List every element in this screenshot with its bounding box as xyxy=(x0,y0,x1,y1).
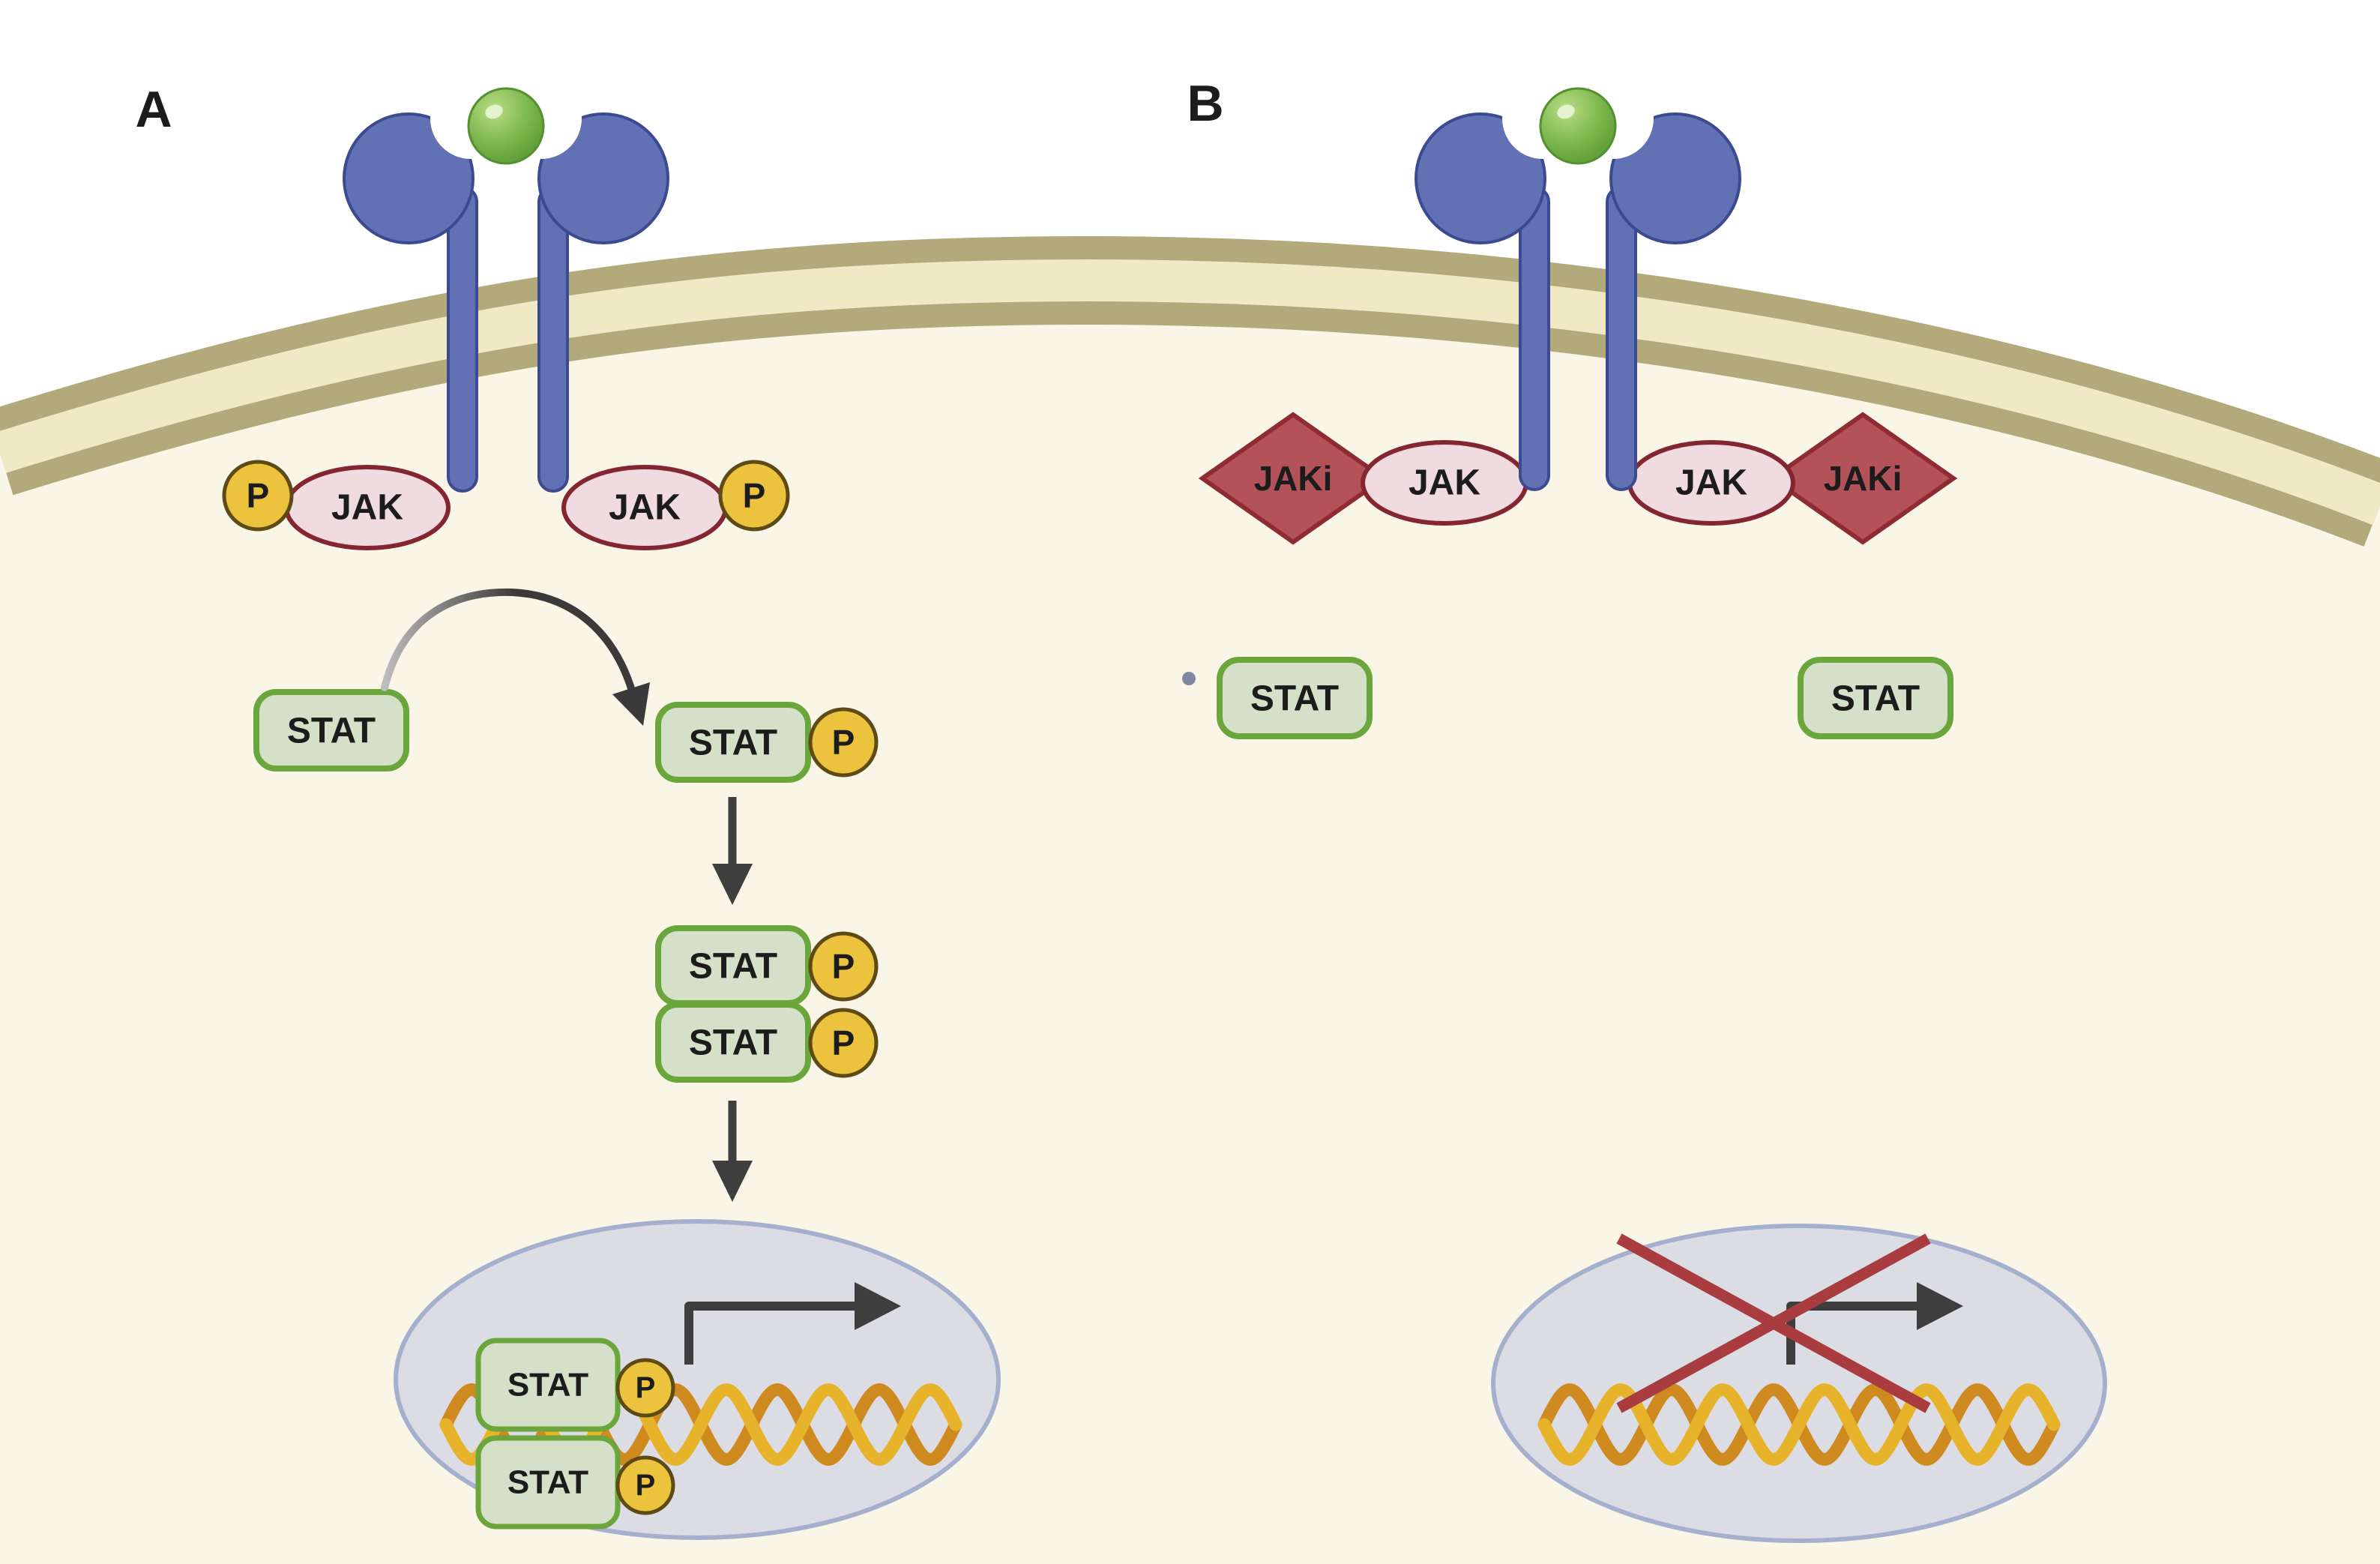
jaki-diamond-b-right xyxy=(1768,412,1958,545)
stat-label: STAT xyxy=(287,712,376,751)
receptor-a xyxy=(343,78,669,493)
receptor-a-left-stalk xyxy=(447,186,478,493)
jak-label: JAK xyxy=(609,488,681,528)
jak-label: JAK xyxy=(1409,463,1480,503)
stat-dimer-a-bottom xyxy=(655,1002,811,1083)
stat-box-a-phosphorylated xyxy=(655,702,811,783)
receptor-a-left-arm xyxy=(343,112,475,244)
phosphate-label: P xyxy=(636,1469,656,1502)
receptor-b xyxy=(1415,78,1741,491)
stat-label: STAT xyxy=(689,724,777,763)
receptor-b-right-arm xyxy=(1609,112,1741,244)
stat-box-a-free xyxy=(253,689,409,772)
transcription-arrowhead-b xyxy=(1917,1282,1963,1330)
receptor-b-left-arm xyxy=(1415,112,1546,244)
phosphate-a-dimer-top xyxy=(808,931,879,1002)
dna-strand-light-b xyxy=(1537,1383,2061,1466)
jak-label: JAK xyxy=(331,488,403,528)
nucleus-b xyxy=(1491,1224,2107,1543)
stat-label: STAT xyxy=(1250,679,1339,719)
jak-label: JAK xyxy=(1675,463,1747,503)
stat-box-b-right xyxy=(1798,657,1953,739)
phosphate-label: P xyxy=(832,723,855,762)
transcription-arrowhead-a xyxy=(855,1282,901,1330)
receptor-a-right-stalk xyxy=(537,186,569,493)
blocked-cross-line-2 xyxy=(1616,1233,1931,1413)
transcription-arrow-b xyxy=(1786,1302,1917,1365)
phosphate-a-stat xyxy=(808,707,879,778)
ligand-a xyxy=(467,87,545,165)
phosphate-label: P xyxy=(636,1371,656,1404)
ligand-a-highlight xyxy=(485,104,503,119)
nuclear-translocation-arrowhead xyxy=(712,1161,753,1202)
print-artifact-dot xyxy=(1182,672,1196,685)
phosphate-label: P xyxy=(743,476,766,515)
phosphate-a-membrane-left xyxy=(222,460,294,532)
jaki-label: JAKi xyxy=(1254,459,1333,498)
phosphate-a-membrane-right xyxy=(718,460,790,532)
phosphorylation-arrowhead xyxy=(612,682,650,726)
receptor-a-right-arm xyxy=(537,112,669,244)
stat-label: STAT xyxy=(507,1464,588,1501)
jaki-label: JAKi xyxy=(1824,459,1903,498)
panel-b-label: B xyxy=(1187,75,1223,132)
ligand-b xyxy=(1539,87,1617,165)
phosphate-a-dimer-bottom xyxy=(808,1008,879,1078)
membrane-core xyxy=(0,259,2380,526)
stat-label: STAT xyxy=(1831,679,1920,719)
phosphate-nucleus-a-bottom xyxy=(615,1455,675,1515)
stat-label: STAT xyxy=(689,1023,777,1063)
dimerization-arrowhead xyxy=(712,864,753,905)
receptor-b-left-stalk xyxy=(1519,186,1550,491)
stat-box-b-left xyxy=(1217,657,1373,739)
phosphate-nucleus-a-top xyxy=(615,1358,675,1418)
phosphate-label: P xyxy=(832,1023,855,1062)
stat-label: STAT xyxy=(689,947,777,987)
ligand-b-highlight xyxy=(1557,104,1575,119)
transcription-arrow-a xyxy=(684,1302,855,1365)
receptor-b-right-stalk xyxy=(1606,186,1637,491)
phosphate-label: P xyxy=(247,476,270,515)
panel-a-label: A xyxy=(135,81,172,138)
phosphorylation-arrow xyxy=(381,588,635,692)
phosphate-label: P xyxy=(832,947,855,986)
stat-label: STAT xyxy=(507,1367,588,1404)
